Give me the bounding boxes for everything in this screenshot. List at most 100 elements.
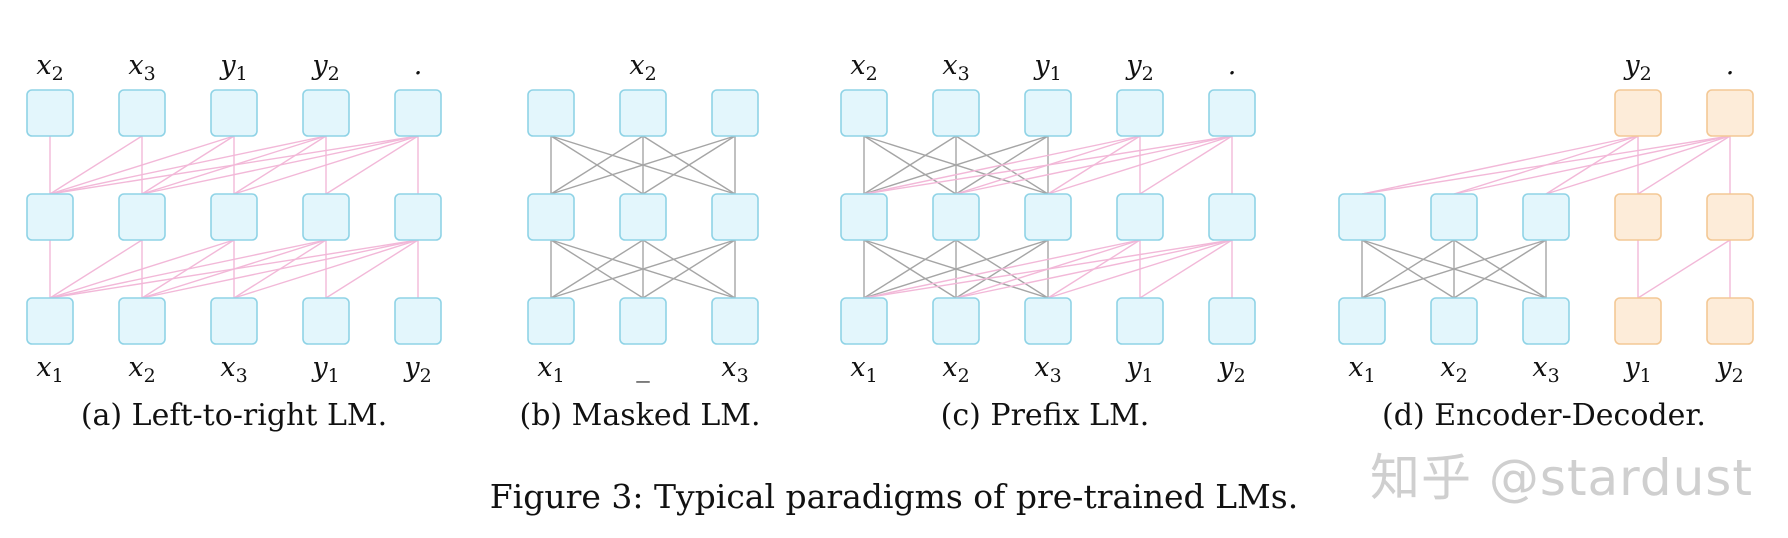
panel-a-encoder-node (118, 193, 166, 241)
panel-a-bottom-label-sub: 1 (328, 365, 340, 387)
watermark: 知乎 @stardust (1370, 449, 1753, 507)
panel-b-encoder-node (619, 193, 667, 241)
panel-b-edge (550, 239, 736, 299)
panel-a-edge (325, 239, 419, 299)
panel-d-bottom-label-sub: 3 (1548, 365, 1560, 387)
panel-a-encoder-node (210, 193, 258, 241)
panel-d-decoder-node (1614, 193, 1662, 241)
panel-b-edge (550, 135, 736, 195)
panel-d-bottom-label-base: y (1623, 352, 1640, 383)
panel-b-edge (550, 135, 644, 195)
panel-c-bottom-label-base: y (1125, 352, 1142, 383)
panel-d-edge (1637, 239, 1731, 299)
panel-d-cross-edge (1545, 135, 1731, 195)
panel-a-encoder-node (302, 193, 350, 241)
panel-c-edge (863, 239, 1141, 299)
panel-c-encoder-node (1024, 89, 1072, 137)
panel-a-encoder-node (118, 297, 166, 345)
panel-b-bottom-label: x1 (537, 352, 564, 387)
panel-c-edge (863, 239, 957, 299)
panel-b-encoder-node (619, 89, 667, 137)
panel-b-encoder-node (527, 297, 575, 345)
panel-d-bottom-label: x1 (1348, 352, 1375, 387)
panel-c-encoder-node (840, 297, 888, 345)
panel-b-bottom-label-base: x (721, 352, 736, 383)
panel-b-bottom-label-base: _ (636, 352, 650, 383)
panel-d-top-label: . (1726, 50, 1735, 81)
panel-b-encoder-node (527, 89, 575, 137)
panel-c-edge (863, 239, 1233, 299)
panel-a-top-label-sub: 1 (236, 63, 248, 85)
panel-c-encoder-node (1208, 89, 1256, 137)
panel-a-bottom-label-base: x (220, 352, 235, 383)
panel-a-bottom-label-base: x (36, 352, 51, 383)
panel-c-edge (863, 239, 1049, 299)
panel-a-encoder-node (210, 89, 258, 137)
panel-a-bottom-label: x3 (220, 352, 247, 387)
panel-a-edge (233, 239, 419, 299)
panel-c-bottom-label-sub: 2 (958, 365, 970, 387)
panel-c-encoder-node (1208, 193, 1256, 241)
panel-c-edge (863, 135, 1233, 195)
panel-c-top-label-base: x (850, 50, 865, 81)
panel-a-edge (233, 135, 419, 195)
panel-a-bottom-label: x2 (128, 352, 155, 387)
panel-a-edge (49, 239, 235, 299)
panel-c-bottom-label: y2 (1217, 352, 1245, 387)
panel-d-bottom-label: y2 (1715, 352, 1743, 387)
panel-b-bottom-label-base: x (537, 352, 552, 383)
panel-a-bottom-label-sub: 2 (144, 365, 156, 387)
panel-c-top-label-sub: 2 (866, 63, 878, 85)
panel-d-bottom-label-sub: 2 (1732, 365, 1744, 387)
panel-a-encoder-node (26, 193, 74, 241)
panel-c-top-label-base: x (942, 50, 957, 81)
panel-c-encoder-node (1116, 89, 1164, 137)
panel-a-edge (49, 135, 327, 195)
panel-d-cross-edge (1361, 135, 1639, 195)
panel-d-edge (1361, 239, 1547, 299)
panel-c-top-label-base: y (1125, 50, 1142, 81)
panel-a-top-label-base: x (128, 50, 143, 81)
panel-d-encoder-node (1522, 193, 1570, 241)
panel-c-bottom-label-base: x (1034, 352, 1049, 383)
panel-a-encoder-node (302, 89, 350, 137)
panel-a-top-label: x3 (128, 50, 155, 85)
panel-c-edge (1047, 239, 1233, 299)
panel-a-edge (49, 135, 419, 195)
panel-c-bottom-label-base: y (1217, 352, 1234, 383)
panel-d-encoder-node (1430, 297, 1478, 345)
panel-d-edge (1361, 239, 1455, 299)
panel-c-top-label-sub: 1 (1050, 63, 1062, 85)
panel-c-encoder-node (1116, 297, 1164, 345)
panel-b-bottom-label-sub: 1 (553, 365, 565, 387)
panel-d-decoder-node (1614, 89, 1662, 137)
panel-d-cross-edge (1361, 135, 1731, 195)
panel-a-encoder-node (394, 193, 442, 241)
panel-d-encoder-node (1522, 297, 1570, 345)
panel-d-bottom-label: y1 (1623, 352, 1651, 387)
panel-c-top-label: x2 (850, 50, 877, 85)
nodes-layer (26, 89, 1754, 345)
panel-c-top-label: x3 (942, 50, 969, 85)
panel-b-top-label-base: x (629, 50, 644, 81)
panel-b-bottom-label: _ (636, 352, 650, 383)
panel-c-encoder-node (1208, 297, 1256, 345)
panel-c-edge (1047, 135, 1233, 195)
panel-b-encoder-node (711, 89, 759, 137)
panel-a-encoder-node (26, 89, 74, 137)
panel-b-encoder-node (527, 193, 575, 241)
panel-a-bottom-label-sub: 1 (52, 365, 64, 387)
panel-c-top-label-sub: 3 (958, 63, 970, 85)
panel-b-bottom-label-sub: 3 (737, 365, 749, 387)
panel-a-bottom-label-sub: 3 (236, 365, 248, 387)
panel-d-bottom-label: x2 (1440, 352, 1467, 387)
panel-c-encoder-node (932, 297, 980, 345)
panel-d-bottom-label-base: x (1440, 352, 1455, 383)
panel-c-bottom-label-base: x (850, 352, 865, 383)
panel-d-encoder-node (1338, 297, 1386, 345)
panel-a-edge (49, 239, 143, 299)
panel-c-bottom-label: x3 (1034, 352, 1061, 387)
panel-d-decoder-node (1614, 297, 1662, 345)
